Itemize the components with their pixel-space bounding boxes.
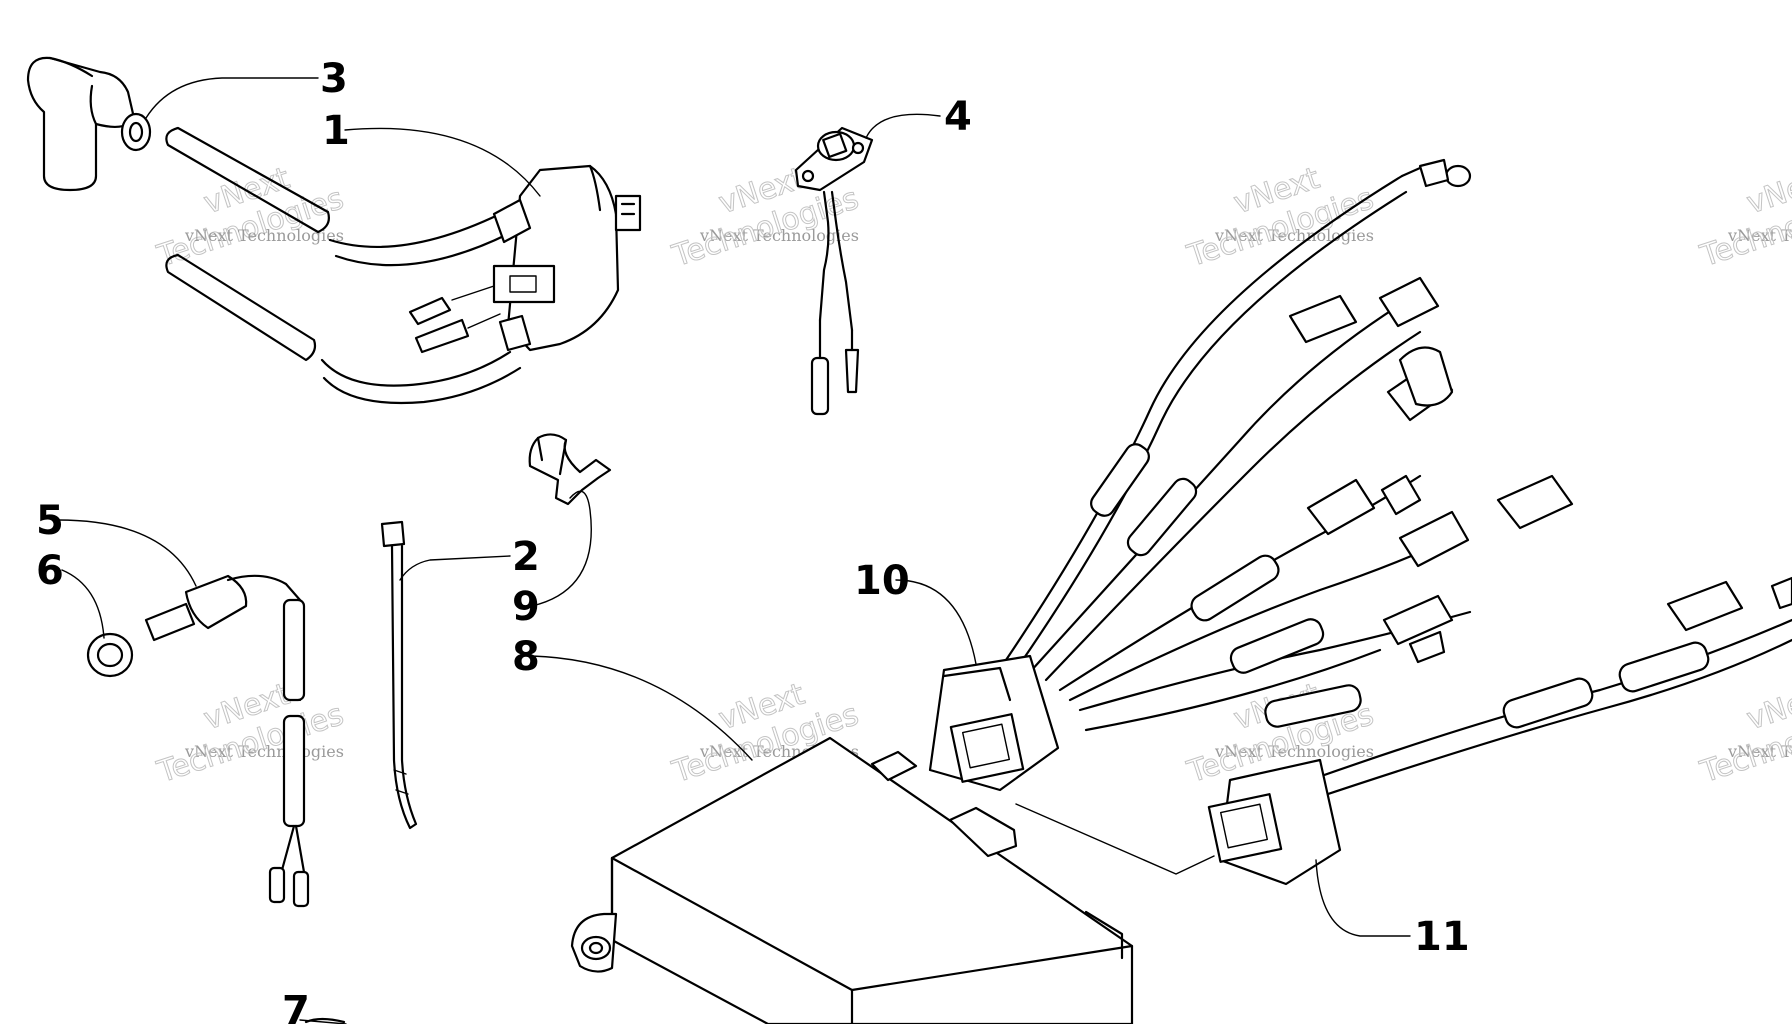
part-6-washer xyxy=(86,632,134,678)
callout-10: 10 xyxy=(854,558,910,604)
callout-11: 11 xyxy=(1414,914,1470,960)
callout-1: 1 xyxy=(322,108,350,154)
part-3-spark-plug-cap xyxy=(26,56,152,192)
callout-9: 9 xyxy=(512,584,540,630)
callout-8: 8 xyxy=(512,634,540,680)
svg-text:vNext Technologies: vNext Technologies xyxy=(1727,226,1792,245)
callout-2: 2 xyxy=(512,534,540,580)
part-8-ecu xyxy=(570,736,1134,1024)
part-9-clip xyxy=(528,433,612,506)
svg-text:vNext Technologies: vNext Technologies xyxy=(1214,742,1374,761)
part-4-sensor xyxy=(794,126,874,416)
part-5-sender xyxy=(144,574,310,908)
leader-lines xyxy=(57,77,1411,1024)
callout-5: 5 xyxy=(36,498,64,544)
callout-3: 3 xyxy=(320,56,348,102)
callout-7: 7 xyxy=(282,988,310,1024)
part-2-cable-tie xyxy=(380,520,418,830)
part-10-harness xyxy=(928,158,1574,792)
callout-6: 6 xyxy=(36,548,64,594)
svg-text:vNext Technologies: vNext Technologies xyxy=(1727,742,1792,761)
svg-text:vNext Technologies: vNext Technologies xyxy=(699,226,859,245)
part-1-ignition-coil xyxy=(165,126,642,405)
callout-labels: 3 1 4 5 6 2 9 8 10 11 7 xyxy=(36,56,1470,1024)
callout-4: 4 xyxy=(944,94,972,140)
part-11-harness xyxy=(1015,576,1792,886)
svg-text:vNext Technologies: vNext Technologies xyxy=(184,226,344,245)
